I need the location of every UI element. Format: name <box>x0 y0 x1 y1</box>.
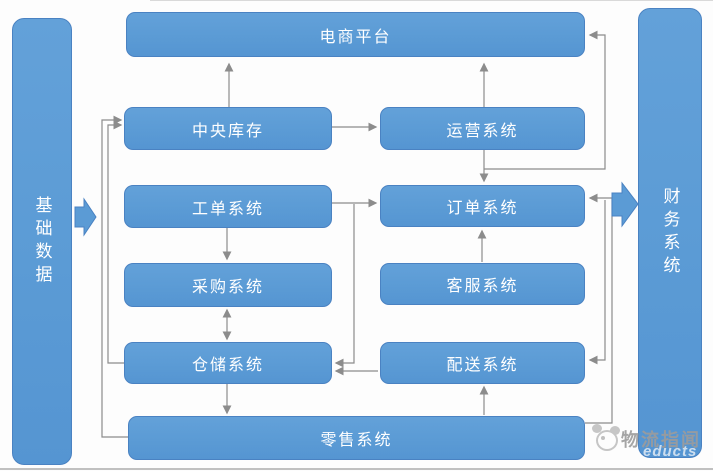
node-central-inventory: 中央库存 <box>124 107 332 150</box>
node-operations-system: 运营系统 <box>380 107 585 150</box>
node-finance-system: 财务系统 <box>638 8 702 458</box>
node-retail-system-label: 零售系统 <box>320 432 393 449</box>
node-operations-system-label: 运营系统 <box>446 122 519 140</box>
node-procurement-system-label: 采购系统 <box>191 279 264 296</box>
node-ecommerce-platform-label: 电商平台 <box>319 28 392 46</box>
node-base-data: 基础数据 <box>12 18 72 465</box>
finance-block-arrow-icon <box>611 181 639 228</box>
node-work-order-system-label: 工单系统 <box>191 200 264 218</box>
watermark-brand-text: 物流指闻 <box>621 430 701 450</box>
node-distribution-system: 配送系统 <box>380 342 585 384</box>
watermark-panda-logo-icon <box>590 424 622 454</box>
node-order-system: 订单系统 <box>380 185 585 227</box>
node-procurement-system: 采购系统 <box>124 263 332 307</box>
watermark-sub-text: educts <box>643 443 698 460</box>
base-data-block-arrow-icon <box>74 197 97 237</box>
node-customer-service-system-label: 客服系统 <box>446 278 519 295</box>
node-central-inventory-label: 中央库存 <box>191 122 264 140</box>
node-ecommerce-platform: 电商平台 <box>126 12 585 57</box>
node-finance-system-label: 财务系统 <box>660 187 680 279</box>
node-warehouse-system-label: 仓储系统 <box>191 357 264 374</box>
node-retail-system: 零售系统 <box>128 416 585 460</box>
node-distribution-system-label: 配送系统 <box>446 357 519 374</box>
node-work-order-system: 工单系统 <box>124 185 332 228</box>
node-order-system-label: 订单系统 <box>446 200 519 217</box>
node-warehouse-system: 仓储系统 <box>124 342 332 384</box>
node-base-data-label: 基础数据 <box>32 195 52 288</box>
node-customer-service-system: 客服系统 <box>380 263 585 305</box>
